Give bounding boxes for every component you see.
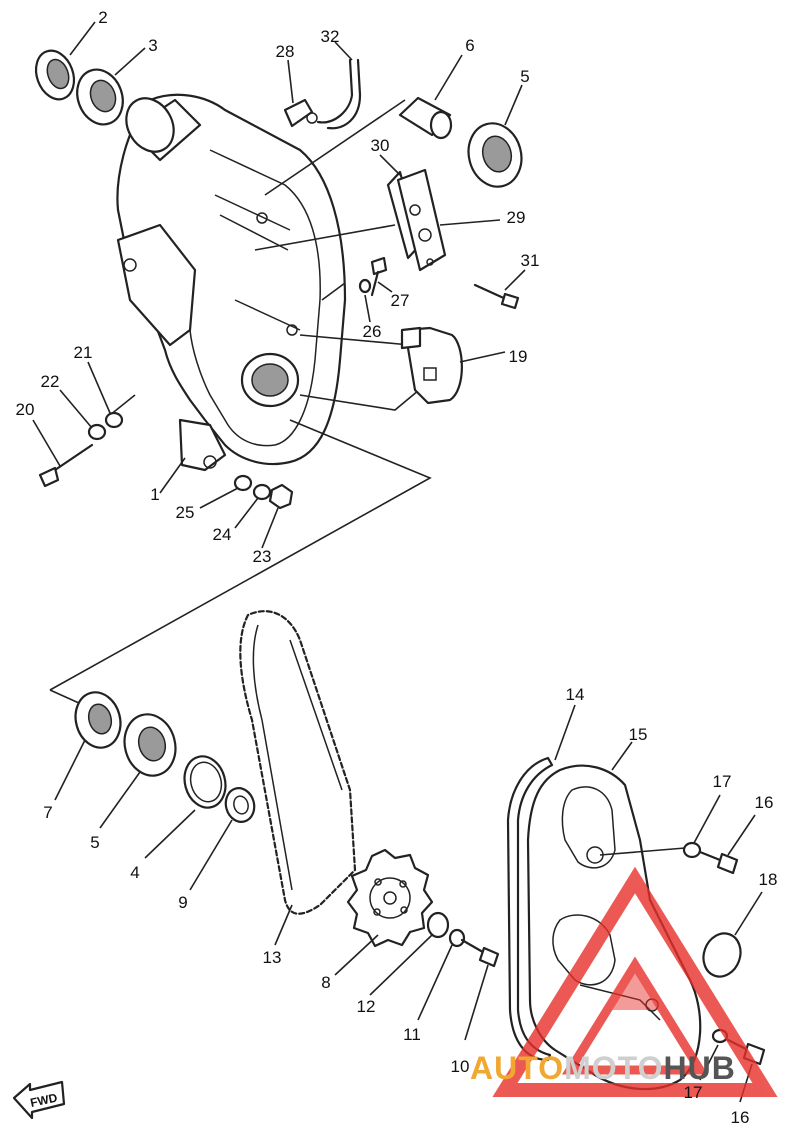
part-25-washer [199,474,253,509]
callout-5-lower: 5 [90,833,99,852]
callout-labels: 2 3 28 32 6 5 30 29 31 27 26 19 21 22 20… [16,8,778,1127]
part-17-washer-upper [599,794,721,859]
callout-17-lower: 17 [684,1083,703,1102]
part-5-bearing-upper [467,84,523,188]
part-22-washer [59,389,107,441]
callout-16-lower: 16 [731,1108,750,1127]
callout-20: 20 [16,400,35,419]
callout-7: 7 [43,803,52,822]
part-13-chain [239,610,357,946]
part-2-bearing [34,21,96,101]
callout-8: 8 [321,973,330,992]
callout-19: 19 [509,347,528,366]
part-32-hose [316,41,362,130]
callout-22: 22 [41,372,60,391]
callout-3: 3 [148,36,157,55]
callout-12: 12 [357,997,376,1016]
part-14-gasket [506,704,576,1062]
callout-6: 6 [465,36,474,55]
assembly-leader-lines-upper [49,99,432,709]
part-9-spacer [189,787,256,891]
part-21-washer [87,361,124,429]
callout-25: 25 [176,503,195,522]
callout-32: 32 [321,27,340,46]
callout-9: 9 [178,893,187,912]
part-29-plate [396,168,501,272]
part-26-washer [321,278,372,323]
chaincase-housing [116,93,347,472]
part-27-bolt [370,256,393,297]
part-18-plug [702,891,763,978]
part-4-circlip [144,755,227,859]
callout-17-upper: 17 [713,772,732,791]
callout-31: 31 [521,251,540,270]
part-7-bearing [54,691,122,801]
callout-18: 18 [759,870,778,889]
callout-23: 23 [253,547,272,566]
part-12-washer [369,911,450,996]
part-24-washer [234,483,272,529]
watermark-logo: AUTOMOTOHUB [470,1050,800,1090]
part-5-bearing-lower [99,713,177,829]
part-20-bolt [32,419,94,488]
callout-2: 2 [98,8,107,27]
callout-11: 11 [403,1025,421,1044]
fwd-arrow-icon: FWD [12,1080,66,1120]
callout-14: 14 [566,685,585,704]
part-23-nut [261,483,294,549]
callout-26: 26 [363,322,382,341]
watermark-part3: HUB [663,1050,736,1086]
callout-15: 15 [629,725,648,744]
part-11-washer [417,928,466,1021]
part-31-bolt [473,269,526,310]
callout-1: 1 [150,485,159,504]
callout-13: 13 [263,948,282,967]
callout-24: 24 [213,525,232,544]
callout-21: 21 [74,343,93,362]
part-8-sprocket [334,848,434,976]
watermark-part1: AUTO [470,1050,565,1086]
part-10-bolt [460,938,500,1041]
callout-29: 29 [507,208,526,227]
part-6-spacer [398,54,463,140]
part-28-fitting [283,59,318,128]
part-3-bearing [76,47,146,126]
part-16-bolt-upper [698,814,756,875]
callout-30: 30 [371,136,390,155]
callout-10: 10 [451,1057,470,1076]
callout-16-upper: 16 [755,793,774,812]
callout-5-upper: 5 [520,67,529,86]
callout-27: 27 [391,291,410,310]
part-19-tensioner [400,326,506,405]
callout-4: 4 [130,863,139,882]
watermark-triangle-icon [492,866,778,1097]
watermark-part2: MOTO [564,1050,664,1086]
callout-28: 28 [276,42,295,61]
fwd-label: FWD [29,1090,59,1109]
